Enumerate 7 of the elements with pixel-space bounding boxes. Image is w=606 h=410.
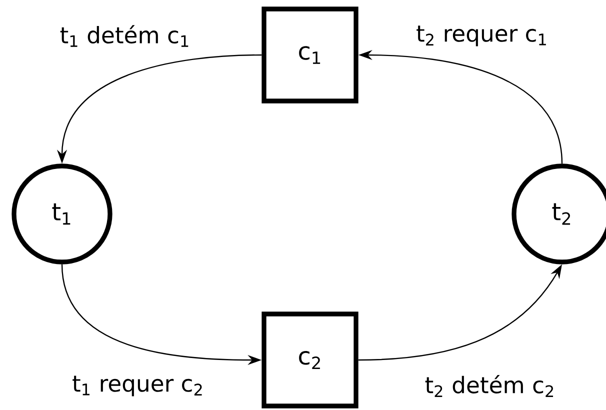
- edge-label: t$_{2}$ requer c$_{1}$: [414, 24, 550, 48]
- edge-label: t$_{1}$ requer c$_{2}$: [70, 374, 206, 398]
- square-box: c$_{1}$: [262, 6, 358, 104]
- square-box: c$_{2}$: [262, 312, 358, 408]
- edge-label: t$_{1}$ detém c$_{1}$: [58, 24, 192, 48]
- edge-label: t$_{2}$ detém c$_{2}$: [423, 374, 557, 398]
- circle-node: t$_{1}$: [12, 164, 112, 264]
